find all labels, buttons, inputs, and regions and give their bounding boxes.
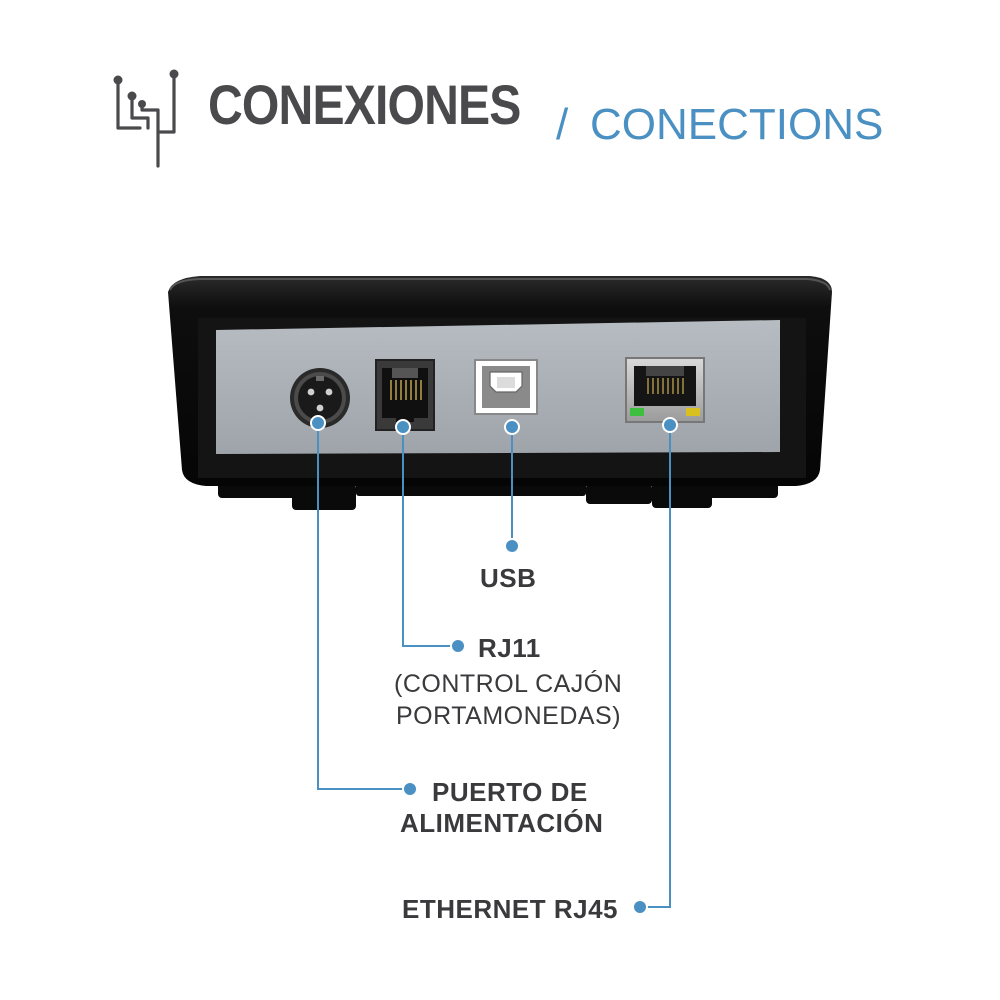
rj11-port-icon — [375, 359, 435, 431]
page-title: CONEXIONES — [208, 73, 521, 136]
page-subtitle: CONECTIONS — [590, 100, 884, 149]
power-label-line1: PUERTO DE — [432, 777, 588, 807]
usb-b-port-icon — [474, 359, 538, 415]
rj11-note-line1: (CONTROL CAJÓN — [394, 670, 623, 698]
callout-lines — [317, 423, 671, 908]
rj11-label: RJ11 — [478, 633, 541, 663]
callout-dots — [310, 415, 678, 915]
rj11-port-dot — [395, 419, 411, 435]
power-port-icon — [290, 368, 350, 428]
circuit-icon — [113, 69, 179, 168]
ethernet-label-dot — [632, 899, 648, 915]
usb-port-dot — [504, 419, 520, 435]
rj11-note-line2: PORTAMONEDAS) — [396, 702, 622, 730]
ethernet-label: ETHERNET RJ45 — [402, 894, 618, 924]
rj45-port-icon — [625, 357, 705, 423]
power-label-line2: ALIMENTACIÓN — [400, 808, 604, 838]
power-label-dot — [402, 781, 418, 797]
rj11-label-dot — [450, 638, 466, 654]
usb-label: USB — [480, 563, 537, 593]
power-port-dot — [310, 415, 326, 431]
usb-label-dot — [504, 538, 520, 554]
device-feet — [218, 474, 778, 510]
ethernet-port-dot — [662, 417, 678, 433]
title-separator: / — [556, 100, 569, 149]
